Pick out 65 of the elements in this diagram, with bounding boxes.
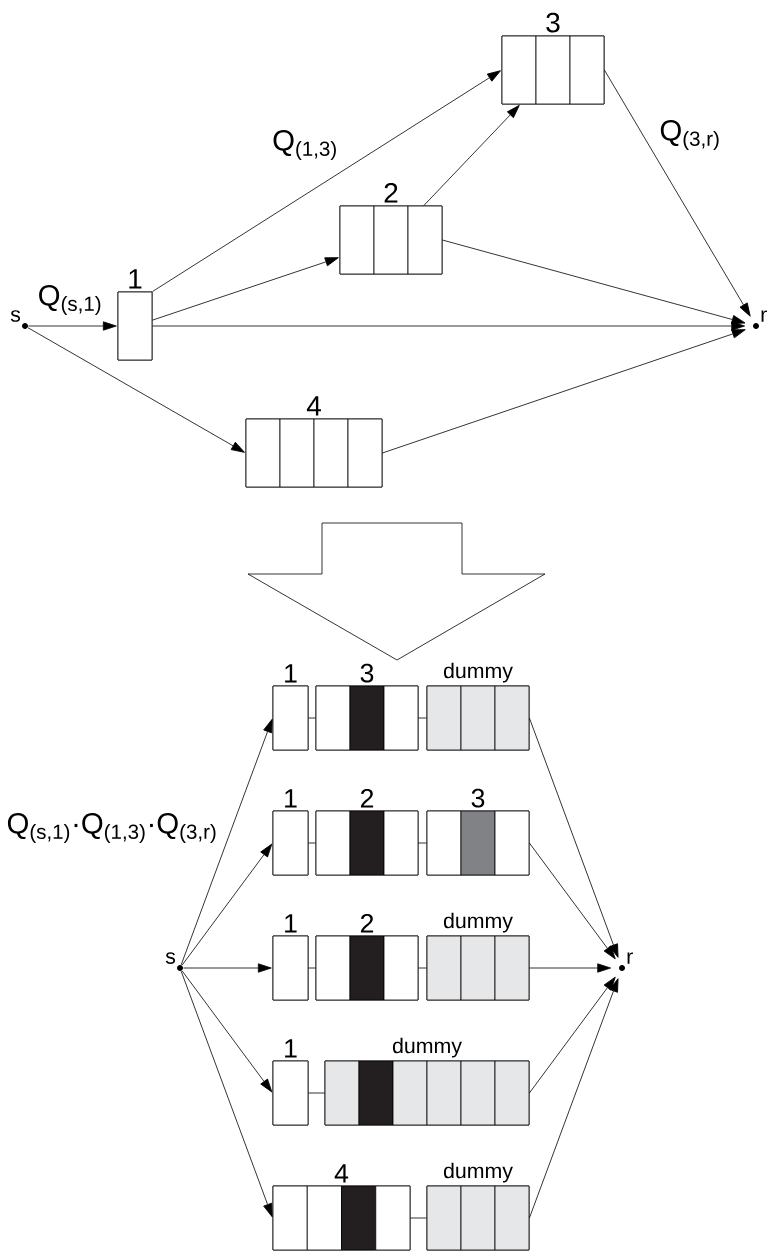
arrow xyxy=(442,239,746,325)
node-label: 1 xyxy=(285,1039,297,1058)
node-label: dummy xyxy=(392,1037,462,1058)
arrow xyxy=(152,70,501,292)
queue-box: 1 xyxy=(272,914,309,1001)
arrow xyxy=(529,842,616,960)
queue-box: 4 xyxy=(245,396,383,488)
node-label: 3 xyxy=(471,788,485,808)
node-label: 2 xyxy=(360,913,374,933)
arrow xyxy=(529,976,616,1094)
point: s xyxy=(10,310,28,329)
queue-box: 1 xyxy=(272,789,309,876)
node-label: 1 xyxy=(285,914,297,933)
edge-label: Q$_{(s,1)}$ xyxy=(39,284,101,316)
queue-box: 3 xyxy=(426,788,530,876)
node-label: 1 xyxy=(129,269,142,289)
arrow xyxy=(181,970,273,1093)
arrow xyxy=(27,327,245,453)
queue-box: 3 xyxy=(501,12,605,105)
node-label: s xyxy=(165,952,176,964)
node-label: dummy xyxy=(443,912,513,933)
queue-box: 1 xyxy=(272,1039,309,1126)
node-label: 3 xyxy=(546,12,560,33)
arrow xyxy=(529,717,619,958)
node-label: 3 xyxy=(360,663,374,683)
node-label: s xyxy=(10,310,21,322)
arrow xyxy=(152,257,339,321)
node-label: 1 xyxy=(285,664,297,683)
queue-box: dummy xyxy=(426,662,530,751)
point: r xyxy=(619,952,633,971)
arrow xyxy=(28,321,117,331)
queue-box: dummy xyxy=(426,1162,530,1251)
arrow xyxy=(529,978,619,1219)
node-label: r xyxy=(627,952,633,964)
arrow xyxy=(382,329,746,454)
queue-box: dummy xyxy=(426,912,530,1001)
node-label: dummy xyxy=(443,662,513,683)
node-label: 4 xyxy=(306,396,321,416)
arrow xyxy=(529,963,611,973)
arrow xyxy=(183,963,272,973)
queue-box: 2 xyxy=(315,913,419,1001)
queue-box: dummy xyxy=(324,1037,530,1126)
arrow xyxy=(604,69,751,317)
point: r xyxy=(753,310,767,329)
queue-box: 1 xyxy=(117,269,153,361)
queue-box: 3 xyxy=(315,663,419,751)
node-label: dummy xyxy=(443,1162,513,1183)
point: s xyxy=(165,952,183,971)
node-label: 2 xyxy=(384,182,398,203)
arrow xyxy=(181,843,273,966)
arrow xyxy=(152,321,745,331)
queue-box: 4 xyxy=(272,1164,411,1251)
node-label: 4 xyxy=(334,1164,349,1183)
node-label: 2 xyxy=(360,788,374,808)
edge-label: Q$_{(3,r)}$ xyxy=(660,119,719,151)
queue-box: 2 xyxy=(315,788,419,876)
node-label: 1 xyxy=(285,789,297,808)
arrow xyxy=(423,104,520,206)
edge-label: Q$_{(s,1)}$·Q$_{(1,3)}$·Q$_{(3,r)}$ xyxy=(7,812,216,844)
node-label: r xyxy=(761,310,767,322)
queue-box: 1 xyxy=(272,664,309,751)
queue-box: 2 xyxy=(339,183,443,275)
arrow xyxy=(180,718,273,966)
arrow xyxy=(180,970,273,1218)
edge-label: Q$_{(1,3)}$ xyxy=(273,129,336,161)
